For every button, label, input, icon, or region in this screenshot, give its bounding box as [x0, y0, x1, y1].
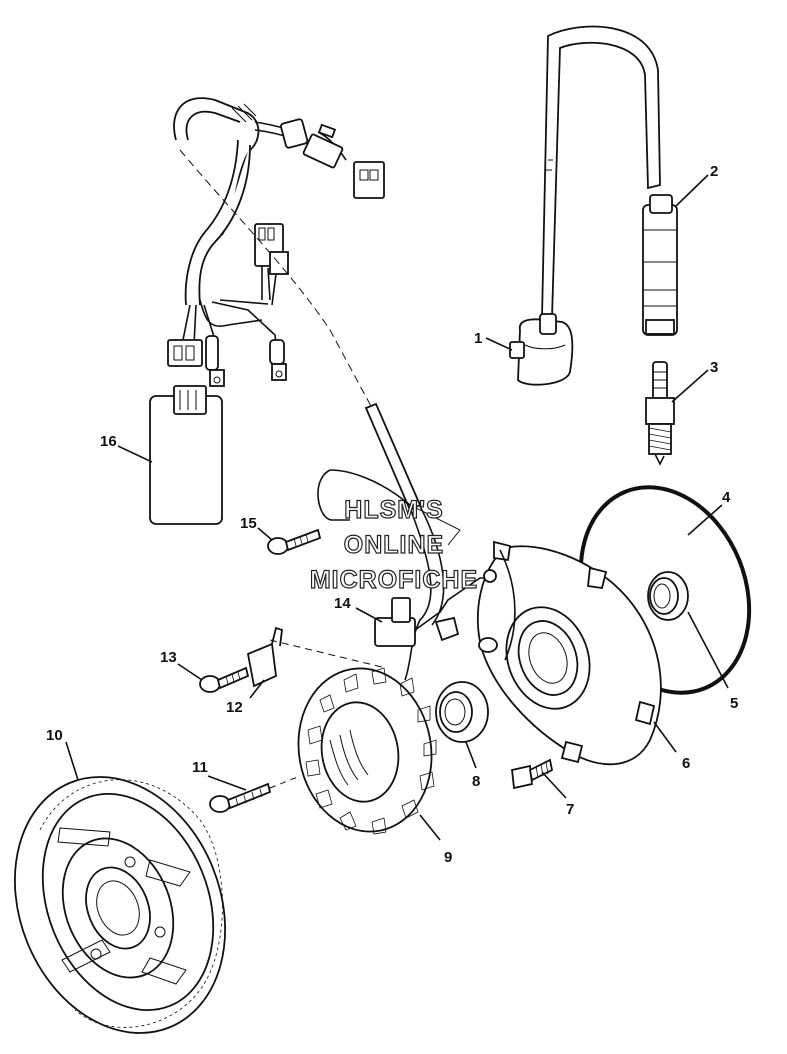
callout-13: 13 — [160, 649, 177, 666]
stator-lead-wire — [317, 402, 461, 681]
leader-lines — [65, 174, 729, 841]
oil-seal-lower — [435, 681, 489, 743]
callout-5: 5 — [730, 695, 738, 712]
watermark-line-1: HLSM'S — [344, 496, 443, 524]
watermark-line-3: MICROFICHE — [310, 566, 478, 594]
spark-plug — [645, 361, 675, 466]
callout-8: 8 — [472, 773, 480, 790]
oil-seal-upper — [647, 571, 689, 621]
callout-6: 6 — [682, 755, 690, 772]
callout-1: 1 — [474, 330, 482, 347]
pulser-coil — [374, 569, 497, 647]
bolt-11 — [209, 782, 272, 813]
cdi-module — [149, 385, 223, 525]
spark-plug-cap — [642, 194, 678, 336]
bolt-7 — [511, 758, 554, 790]
ignition-coil — [509, 25, 661, 386]
callout-10: 10 — [46, 727, 63, 744]
callout-7: 7 — [566, 801, 574, 818]
callout-16: 16 — [100, 433, 117, 450]
watermark: HLSM'S ONLINE MICROFICHE — [309, 495, 478, 594]
bolt-13 — [199, 666, 250, 693]
callout-11: 11 — [192, 759, 208, 776]
screw-15 — [267, 528, 322, 555]
stator-plate — [476, 540, 662, 766]
callout-12: 12 — [226, 699, 243, 716]
callout-3: 3 — [710, 359, 718, 376]
harness-routing-line — [179, 149, 373, 409]
callout-2: 2 — [710, 163, 718, 180]
stator-coil — [297, 667, 437, 835]
wiring-harness — [167, 97, 385, 387]
callout-labels: 1 2 3 4 5 6 7 8 9 10 11 12 13 14 15 16 — [46, 163, 738, 866]
callout-14: 14 — [334, 595, 351, 612]
watermark-line-2: ONLINE — [344, 531, 444, 559]
flywheel — [14, 776, 226, 1034]
wire-clamp — [246, 626, 283, 688]
callout-9: 9 — [444, 849, 452, 866]
callout-15: 15 — [240, 515, 257, 532]
callout-4: 4 — [722, 489, 731, 506]
